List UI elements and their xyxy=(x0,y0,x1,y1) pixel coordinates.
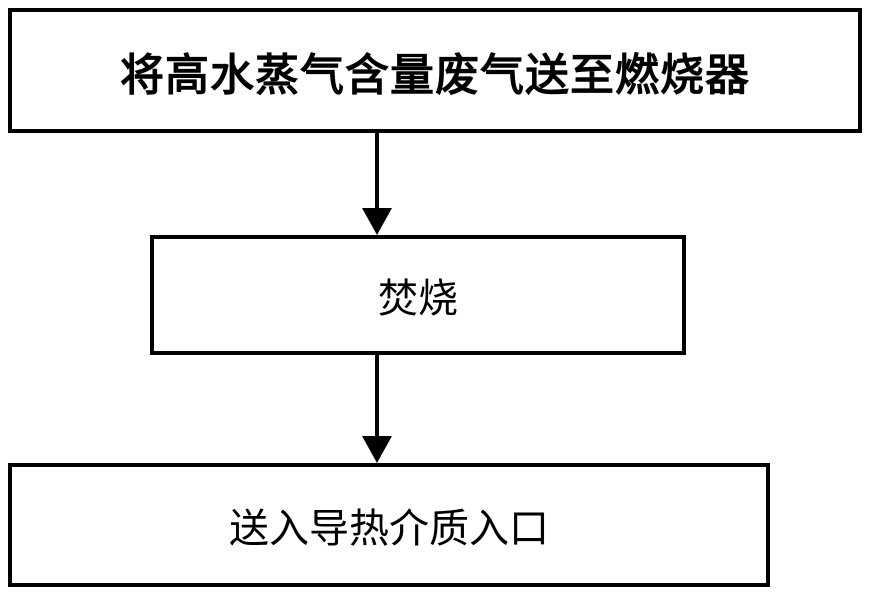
step-box-send-to-medium-inlet: 送入导热介质入口 xyxy=(8,463,770,587)
arrowhead-icon xyxy=(362,436,392,463)
step-label-incineration: 焚烧 xyxy=(378,276,458,322)
arrowhead-icon xyxy=(362,208,392,235)
arrow-step1-to-step2 xyxy=(362,133,392,235)
step-box-incineration: 焚烧 xyxy=(150,235,686,355)
step-box-send-to-burner: 将高水蒸气含量废气送至燃烧器 xyxy=(8,8,862,133)
step-label-send-to-burner: 将高水蒸气含量废气送至燃烧器 xyxy=(120,49,750,101)
step-label-send-to-medium-inlet: 送入导热介质入口 xyxy=(229,506,549,552)
arrow-step2-to-step3 xyxy=(362,355,392,463)
